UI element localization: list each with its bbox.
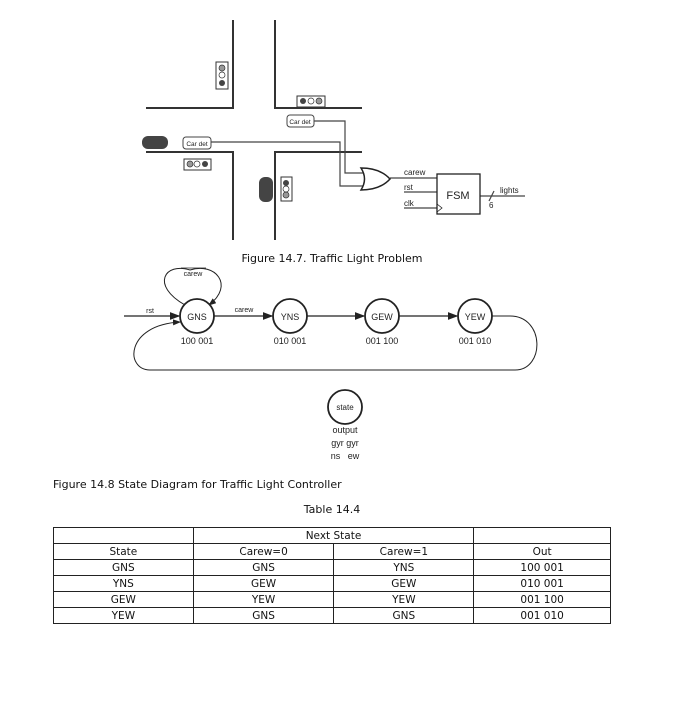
state-name: GNS (187, 312, 207, 322)
car-west (142, 136, 168, 149)
traffic-light-nw (215, 61, 229, 90)
bus-width-label: 6 (489, 201, 494, 210)
cell: GNS (192, 559, 335, 576)
car-detector-label: Car det (186, 141, 208, 148)
or-gate (359, 167, 392, 191)
cell: YEW (333, 591, 475, 608)
cell: GEW (192, 575, 335, 592)
cell: GNS (192, 607, 335, 624)
cell: 001 010 (473, 607, 611, 624)
fsm-label: FSM (446, 190, 469, 202)
cell: YNS (53, 575, 194, 592)
figure-14-7-caption: Figure 14.7. Traffic Light Problem (241, 252, 423, 265)
cell: 001 100 (473, 591, 611, 608)
legend-output: output (332, 425, 358, 435)
traffic-light-sw (183, 158, 212, 171)
state-yew (457, 298, 493, 334)
legend-line2: ns ew (331, 451, 360, 461)
cell: YNS (333, 559, 475, 576)
clock-triangle-icon (436, 203, 443, 213)
traffic-light-ne (296, 95, 326, 108)
traffic-light-se (280, 176, 293, 202)
header-cell: Carew=0 (192, 543, 335, 560)
cell: GEW (53, 591, 194, 608)
fsm-block (436, 173, 481, 215)
cell: GEW (333, 575, 475, 592)
cell: 010 001 (473, 575, 611, 592)
state-output: 100 001 (181, 336, 214, 346)
clk-label: clk (404, 199, 415, 208)
car-detector-north: Car det (286, 114, 315, 128)
cell: YEW (192, 591, 335, 608)
state-table: Next State State Carew=0 Carew=1 Out GNS… (53, 527, 611, 624)
transition-label: carew (235, 307, 255, 314)
state-output: 010 001 (274, 336, 307, 346)
next-state-header: Next State (192, 527, 475, 544)
cell: 100 001 (473, 559, 611, 576)
state-name: GEW (371, 312, 393, 322)
legend-state: state (336, 403, 354, 412)
legend-line1: gyr gyr (331, 438, 359, 448)
figure-14-8-caption: Figure 14.8 State Diagram for Traffic Li… (53, 478, 342, 491)
table-header-row: State Carew=0 Carew=1 Out (53, 543, 611, 560)
lights-label: lights (500, 186, 519, 195)
table-title: Table 14.4 (303, 503, 361, 516)
car-south (259, 177, 273, 202)
cell: GNS (333, 607, 475, 624)
rst-label: rst (404, 183, 414, 192)
table-group-header-row: Next State (53, 527, 611, 544)
self-loop-label: carew (184, 271, 204, 278)
state-gew (364, 298, 400, 334)
car-detector-west: Car det (182, 136, 212, 150)
intersection-roads (146, 20, 362, 240)
wires (211, 120, 525, 209)
cell: YEW (53, 607, 194, 624)
header-cell: Carew=1 (333, 543, 475, 560)
state-output: 001 010 (459, 336, 492, 346)
header-cell: State (53, 543, 194, 560)
legend-state-circle (327, 389, 363, 425)
reset-label: rst (146, 308, 154, 315)
carew-label: carew (404, 168, 426, 177)
state-gns (179, 298, 215, 334)
figures-canvas: Car det Car det carew rst clk FSM lights… (124, 20, 538, 461)
state-name: YEW (465, 312, 486, 322)
state-yns (272, 298, 308, 334)
state-output: 001 100 (366, 336, 399, 346)
car-detector-label: Car det (289, 119, 311, 126)
cell: GNS (53, 559, 194, 576)
state-name: YNS (281, 312, 300, 322)
header-cell: Out (473, 543, 611, 560)
state-diagram (124, 267, 538, 425)
